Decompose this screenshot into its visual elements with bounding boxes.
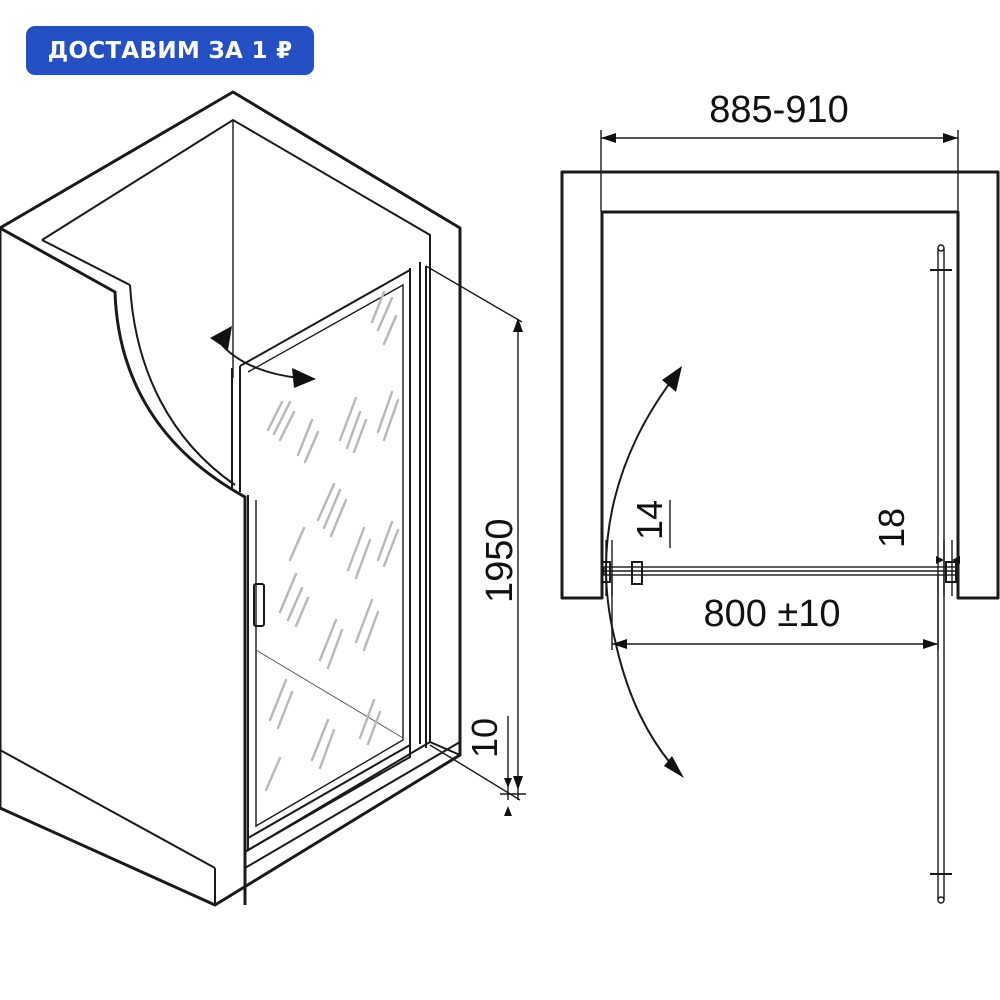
door-bottom-seal	[247, 745, 411, 852]
plan-view: 885-910	[560, 89, 1000, 904]
door-handle	[253, 583, 265, 627]
isometric-view: 1950 10	[0, 90, 526, 907]
height-dimension	[425, 265, 526, 816]
delivery-badge-text: ДОСТАВИМ ЗА 1 ₽	[47, 37, 293, 64]
delivery-badge[interactable]: ДОСТАВИМ ЗА 1 ₽	[26, 26, 314, 75]
wall-curved-cut	[0, 226, 247, 905]
glass-door-inner-edge	[247, 283, 404, 828]
tray-hidden-line	[255, 649, 404, 739]
door-width-dimension	[611, 575, 939, 650]
door-frame-left-profile	[231, 366, 241, 492]
glass-pattern	[264, 290, 400, 792]
opening-width-label: 885-910	[709, 89, 848, 131]
right-profile-dimension	[936, 540, 960, 596]
floor-top-edge	[244, 740, 461, 853]
swing-direction-arrow	[210, 326, 316, 388]
front-wall-face	[0, 228, 216, 869]
height-label: 1950	[479, 518, 521, 603]
wall-curved-cut-inner	[129, 284, 236, 486]
door-width-label: 800 ±10	[703, 593, 840, 635]
floor-right-edge	[244, 741, 461, 869]
plan-door-open	[930, 244, 952, 904]
plan-door-closed	[601, 561, 957, 585]
wall-top-return	[41, 239, 131, 286]
left-profile-label: 14	[629, 500, 670, 540]
wall-top-edge	[41, 118, 431, 258]
door-frame-right-profile	[409, 262, 427, 748]
right-profile-label: 18	[871, 508, 912, 548]
plan-swing-arc	[605, 366, 684, 778]
bottom-gap-label: 10	[464, 718, 505, 758]
plan-walls-outline	[560, 170, 1000, 600]
opening-width-dimension	[600, 130, 959, 212]
